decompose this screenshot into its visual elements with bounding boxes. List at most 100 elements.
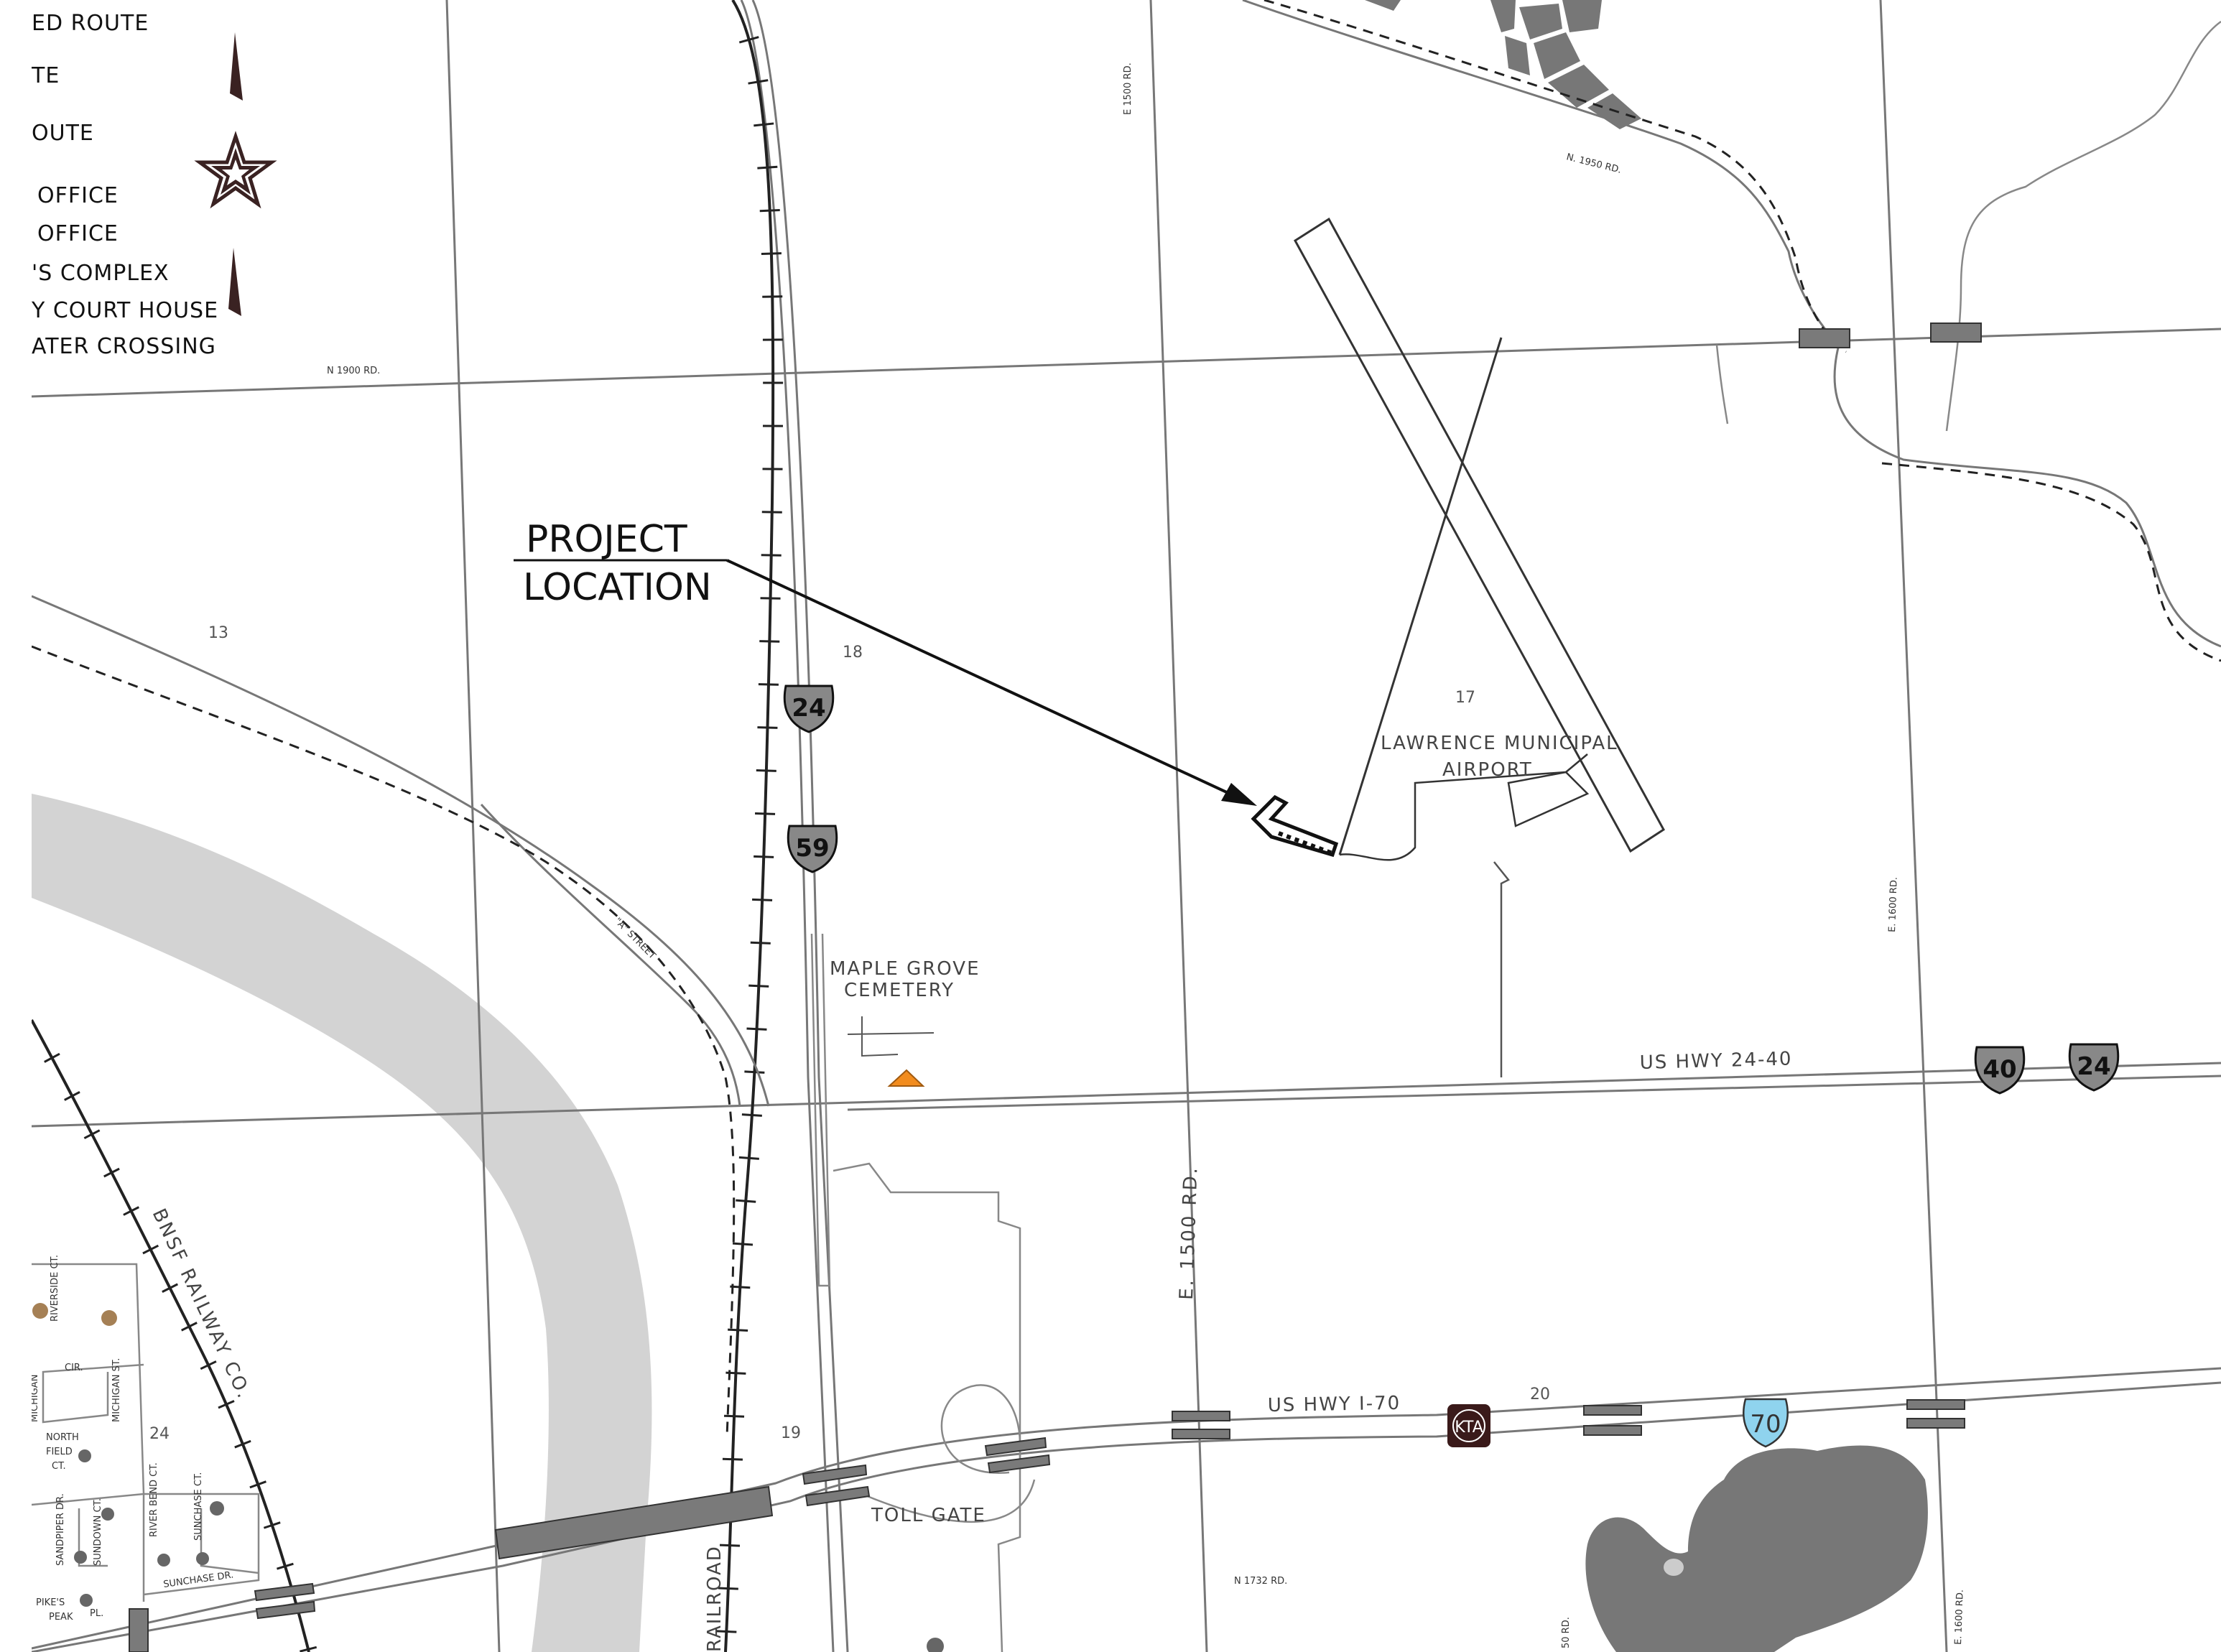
rail-tie xyxy=(755,812,776,815)
rail-tie xyxy=(752,898,773,901)
callout-leader xyxy=(726,559,1251,804)
legend-item-3: OUTE xyxy=(32,121,94,146)
label-n1732: N 1732 RD. xyxy=(1234,1576,1287,1587)
legend-item-6: 'S COMPLEX xyxy=(32,261,170,286)
street-michigan: MICHIGAN xyxy=(29,1375,40,1422)
street-river-bend: RIVER BEND CT. xyxy=(149,1462,159,1537)
rail-tie xyxy=(300,1646,317,1652)
street-sundown: SUNDOWN CT. xyxy=(93,1498,103,1566)
rail-tie xyxy=(722,1457,743,1461)
label-railroad: RAILROAD xyxy=(704,1545,725,1652)
us24-shield-a: 24 xyxy=(783,685,835,733)
label-e1600-mid: E. 1600 RD. xyxy=(1887,877,1900,932)
i70-shield-label: 70 xyxy=(1750,1410,1781,1439)
label-bottom-partial: 50 RD. xyxy=(1561,1617,1572,1648)
label-n1950: N. 1950 RD. xyxy=(1565,152,1623,176)
rail-tie xyxy=(234,1439,251,1449)
n1900-rd xyxy=(31,328,2221,398)
a-street xyxy=(31,595,770,1107)
map-border xyxy=(0,0,32,1652)
us-hwy-24-40 xyxy=(31,1062,2221,1128)
us59-shield: 59 xyxy=(787,825,838,873)
us24-shield-a-label: 24 xyxy=(792,694,825,723)
cul-de-sac-dots xyxy=(32,1303,944,1652)
label-us2440: US HWY 24-40 xyxy=(1639,1048,1792,1074)
label-bnsf: BNSF RAILWAY CO. xyxy=(148,1205,256,1403)
state-capitol-star-icon xyxy=(194,131,277,209)
north-arrow-2-icon xyxy=(228,248,241,316)
rail-tie xyxy=(142,1244,159,1255)
label-e1500-top: E 1500 RD. xyxy=(1123,62,1133,115)
label-airport-1: LAWRENCE MUNICIPAL xyxy=(1381,733,1618,754)
north-arrow-1-icon xyxy=(230,32,243,101)
runway-cross xyxy=(1338,337,1503,855)
rail-tie xyxy=(732,1242,754,1246)
airport-access xyxy=(1493,861,1510,1077)
airport-road xyxy=(1339,753,1588,861)
rail-tie xyxy=(718,1587,738,1590)
label-airport-2: AIRPORT xyxy=(1442,759,1533,781)
toll-plaza xyxy=(833,1162,1021,1465)
label-i70: US HWY I-70 xyxy=(1268,1393,1401,1416)
rail-tie xyxy=(716,1630,737,1633)
street-riverside: RIVERSIDE CT. xyxy=(50,1255,60,1322)
a-street-2 xyxy=(480,803,741,1107)
runway-main xyxy=(1294,217,1665,853)
bnsf-ties xyxy=(44,1052,317,1652)
creek-dashed-east xyxy=(1881,462,2221,662)
rail-tie xyxy=(218,1400,235,1409)
us40-shield-label: 40 xyxy=(1983,1055,2016,1084)
street-north-field-3: CT. xyxy=(52,1461,66,1472)
street-north-field-1: NORTH xyxy=(46,1432,79,1443)
kta-shield-label: KTA xyxy=(1455,1419,1483,1437)
label-e1500-main: E. 1500 RD. xyxy=(1176,1166,1202,1301)
cemetery-symbol xyxy=(847,1016,935,1057)
rail-tie xyxy=(750,941,771,945)
us24-shield-b-label: 24 xyxy=(2077,1052,2110,1081)
street-north-field-2: FIELD xyxy=(46,1447,73,1457)
legend-item-2: TE xyxy=(31,63,60,88)
section-19: 19 xyxy=(781,1424,801,1442)
legend-item-5: OFFICE xyxy=(37,221,119,246)
callout-line1: PROJECT xyxy=(526,518,687,561)
n1950-creek xyxy=(1263,0,1847,353)
e1500-rd xyxy=(1149,0,1208,1652)
us40-shield: 40 xyxy=(1974,1046,2026,1095)
drive xyxy=(1715,344,1729,424)
label-cemetery-1: MAPLE GROVE xyxy=(830,958,980,980)
orange-triangle-marker xyxy=(887,1069,925,1087)
us59-shield-label: 59 xyxy=(795,834,829,863)
lake-island xyxy=(1664,1559,1684,1576)
rail-tie xyxy=(719,1544,741,1547)
rail-tie xyxy=(759,640,780,643)
toll-loop xyxy=(940,1384,1021,1652)
legend-item-8: ATER CROSSING xyxy=(32,334,216,359)
section-20: 20 xyxy=(1530,1386,1550,1403)
section-13: 13 xyxy=(208,624,228,642)
project-site-marker xyxy=(1251,794,1339,858)
legend-item-7: Y COURT HOUSE xyxy=(31,298,218,323)
railroad-ties xyxy=(716,36,784,1633)
rail-tie xyxy=(760,597,781,600)
railroad xyxy=(724,0,775,1652)
quarry-blocks xyxy=(1365,0,1641,129)
us24-shield-b: 24 xyxy=(2068,1043,2120,1092)
n1950-rd xyxy=(1242,0,2221,648)
i70-shield: 70 xyxy=(1743,1398,1789,1448)
rail-tie xyxy=(162,1283,178,1293)
creek xyxy=(1945,20,2221,432)
e1600-rd xyxy=(1879,0,1948,1652)
hangar xyxy=(1507,771,1590,827)
rail-tie xyxy=(741,1113,762,1117)
legend-item-1: ED ROUTE xyxy=(32,11,149,36)
label-e1600-bot: E. 1600 RD. xyxy=(1953,1590,1966,1645)
rail-tie xyxy=(44,1052,60,1063)
label-cemetery-2: CEMETERY xyxy=(844,980,955,1001)
creek-dashed-west xyxy=(31,645,736,1437)
rail-tie xyxy=(200,1360,217,1370)
rail-tie xyxy=(103,1167,120,1178)
kansas-river xyxy=(32,794,652,1652)
lake xyxy=(1585,1445,1928,1652)
rail-tie xyxy=(754,122,774,127)
rail-tie xyxy=(181,1322,198,1332)
